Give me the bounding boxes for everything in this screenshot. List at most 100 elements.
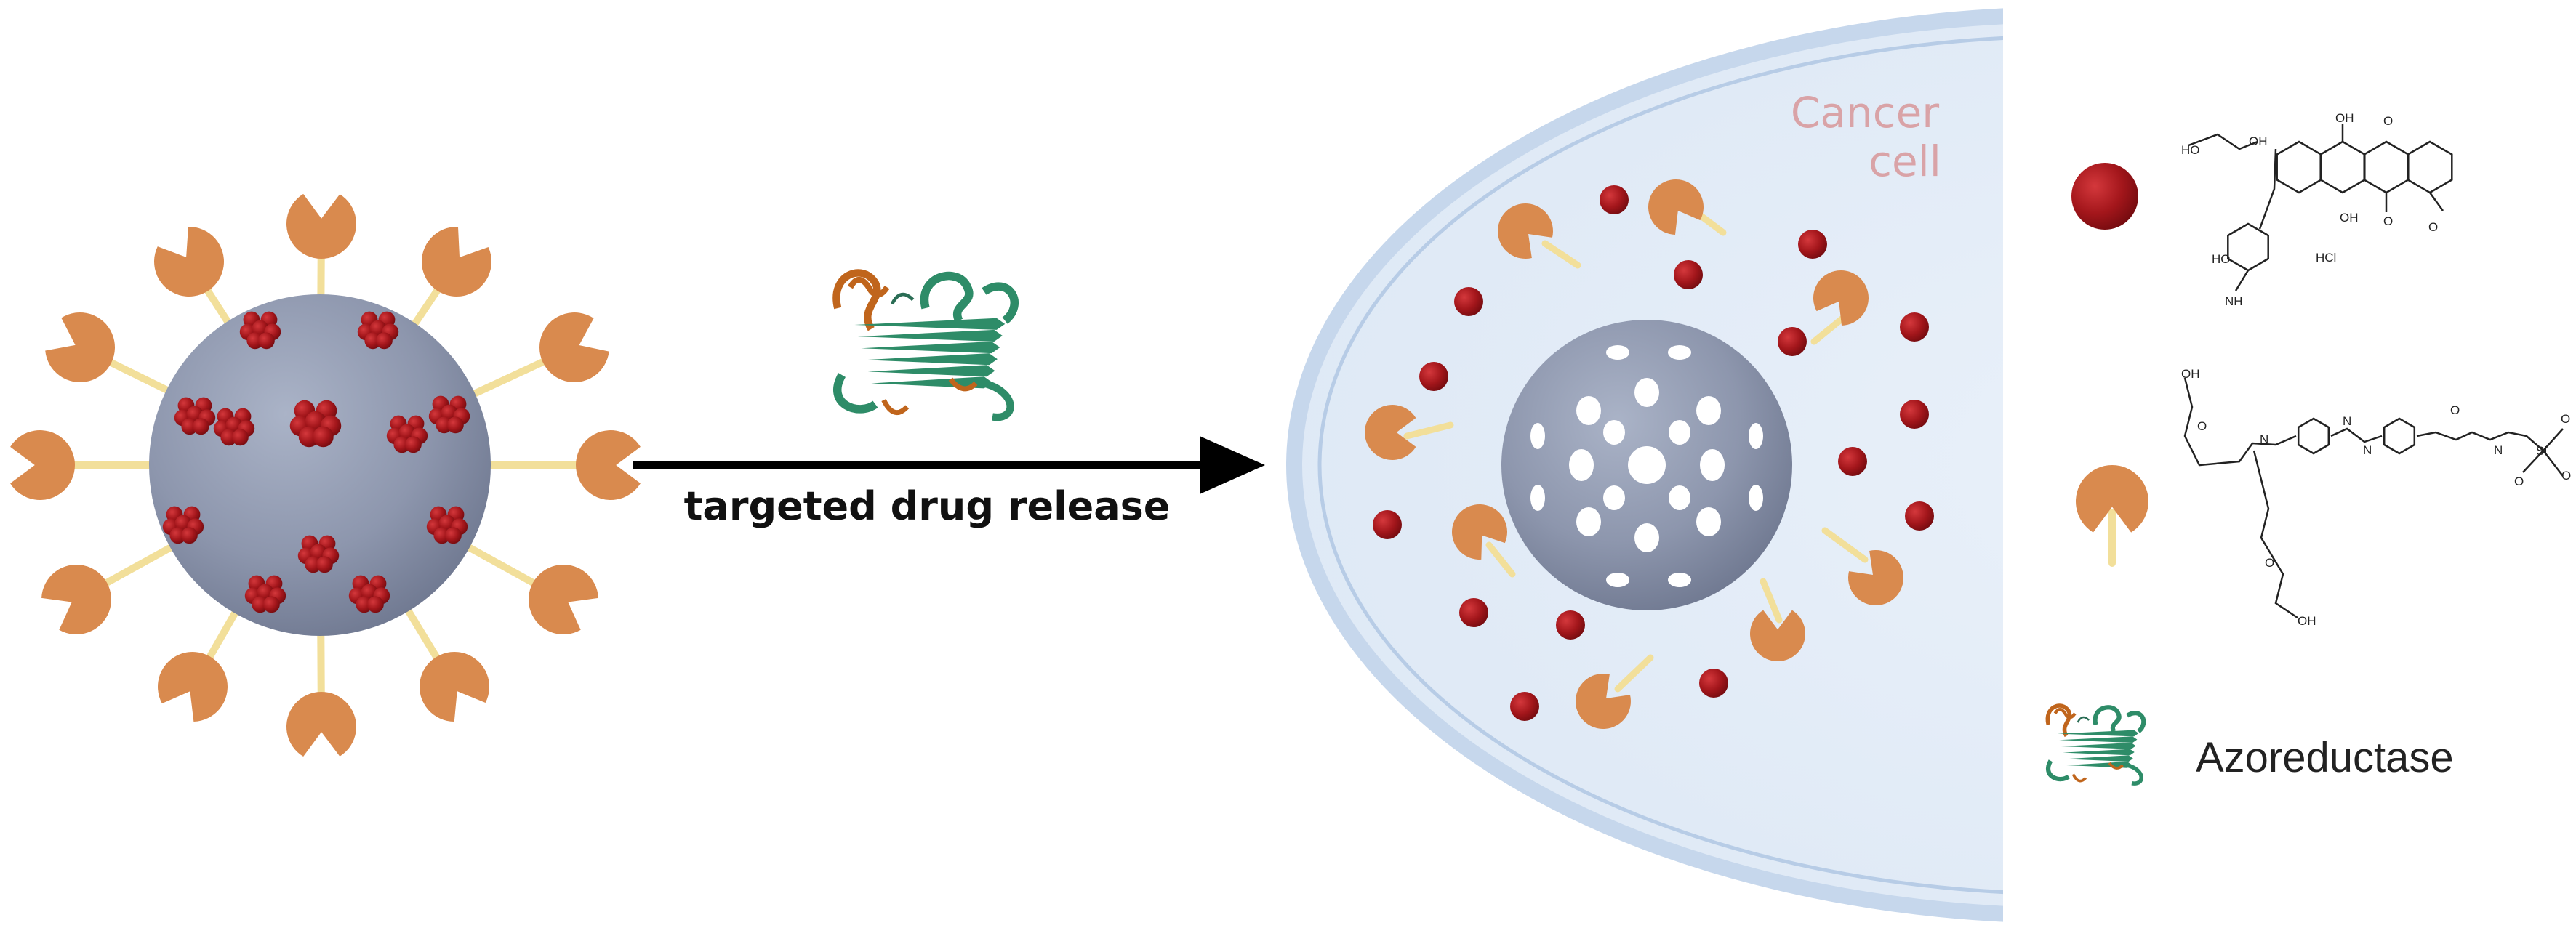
linker bbox=[201, 282, 231, 326]
svg-text:OH: OH bbox=[2335, 111, 2354, 125]
drug-molecule bbox=[169, 527, 187, 544]
pore bbox=[1603, 485, 1625, 510]
svg-text:O: O bbox=[2561, 412, 2570, 426]
drug-molecule bbox=[232, 429, 249, 446]
pore bbox=[1696, 396, 1721, 425]
drug-cluster bbox=[357, 311, 399, 350]
pore bbox=[1603, 420, 1625, 445]
drug-molecule bbox=[356, 596, 373, 613]
svg-text:HO: HO bbox=[2181, 143, 2200, 157]
drug-molecule bbox=[433, 527, 451, 544]
ligand-icon bbox=[45, 312, 116, 383]
drug-molecule bbox=[1798, 230, 1827, 259]
drug-molecule bbox=[1778, 327, 1807, 356]
drug-molecule bbox=[1459, 598, 1488, 627]
svg-text:OH: OH bbox=[2340, 211, 2359, 225]
linker bbox=[1810, 312, 1849, 345]
ligand-icon bbox=[286, 193, 357, 259]
pore bbox=[1576, 396, 1601, 425]
ligand-icon bbox=[1813, 270, 1869, 326]
linker bbox=[465, 544, 542, 589]
drug-molecule bbox=[316, 556, 333, 573]
ligand-icon bbox=[158, 651, 228, 722]
drug-molecule bbox=[1905, 501, 1934, 531]
svg-text:N: N bbox=[2363, 443, 2372, 457]
drug-molecule bbox=[252, 596, 269, 613]
svg-text:Si: Si bbox=[2536, 444, 2547, 458]
linker bbox=[98, 544, 174, 589]
drug-molecule bbox=[305, 556, 322, 573]
cell-label-line1: Cancer bbox=[1791, 88, 1939, 137]
drug-molecule bbox=[298, 426, 320, 448]
svg-text:O: O bbox=[2514, 475, 2524, 488]
drug-cluster bbox=[174, 397, 216, 435]
svg-text:O: O bbox=[2383, 114, 2393, 128]
ligand-icon bbox=[286, 692, 356, 757]
svg-text:NH: NH bbox=[2225, 294, 2243, 308]
drug-molecule bbox=[181, 418, 198, 435]
ligand-icon bbox=[1848, 549, 1904, 605]
ligand-icon bbox=[154, 226, 224, 297]
svg-text:N: N bbox=[2494, 443, 2503, 457]
azoreductase-protein-icon bbox=[832, 269, 1019, 421]
linker bbox=[203, 609, 239, 666]
drug-cluster bbox=[244, 575, 286, 613]
svg-text:OH: OH bbox=[2298, 614, 2316, 628]
svg-text:O: O bbox=[2383, 214, 2393, 228]
drug-molecule bbox=[263, 596, 280, 613]
pore bbox=[1606, 345, 1629, 360]
linker bbox=[1485, 541, 1516, 578]
linker-chemical-structure bbox=[2183, 377, 2564, 619]
svg-text:O: O bbox=[2450, 403, 2460, 417]
linker bbox=[1541, 240, 1581, 269]
pore bbox=[1569, 449, 1594, 481]
svg-text:OH: OH bbox=[2181, 367, 2200, 381]
ligand-icon bbox=[539, 312, 609, 382]
linker bbox=[411, 282, 444, 327]
pore bbox=[1700, 449, 1725, 481]
drug-molecule bbox=[1838, 447, 1867, 476]
pore bbox=[1530, 485, 1545, 511]
drug-cluster bbox=[426, 506, 468, 544]
ligand-icon bbox=[419, 651, 489, 722]
pore bbox=[1628, 446, 1666, 484]
pore bbox=[1530, 423, 1545, 449]
azoreductase-protein-icon bbox=[832, 269, 1019, 421]
drug-molecule bbox=[1900, 400, 1929, 429]
drug-cluster bbox=[213, 408, 255, 446]
drug-molecule bbox=[445, 527, 462, 544]
linker bbox=[1614, 654, 1654, 693]
ligand-icon bbox=[529, 564, 598, 634]
svg-text:HCl: HCl bbox=[2316, 251, 2336, 265]
svg-text:O: O bbox=[2561, 469, 2571, 483]
ligand-icon bbox=[1750, 610, 1805, 662]
svg-text:N: N bbox=[2343, 414, 2351, 428]
drug-cluster bbox=[289, 400, 342, 448]
drug-molecule bbox=[367, 596, 384, 613]
ligand-icon bbox=[1576, 673, 1631, 729]
svg-text:O: O bbox=[2197, 419, 2207, 433]
drug-cluster bbox=[348, 575, 390, 613]
drug-molecule bbox=[376, 332, 393, 350]
drug-molecule bbox=[1373, 510, 1402, 539]
release-arrow bbox=[633, 436, 1265, 494]
drug-molecule bbox=[364, 332, 382, 350]
drug-molecule bbox=[405, 436, 422, 453]
legend-ligand-icon bbox=[2076, 464, 2148, 533]
drug-molecule bbox=[436, 416, 453, 434]
drug-cluster bbox=[162, 506, 204, 544]
drug-cluster bbox=[239, 311, 281, 350]
ligand-icon bbox=[1364, 405, 1416, 460]
drug-cluster bbox=[297, 535, 340, 573]
linker bbox=[102, 356, 171, 394]
drug-molecule bbox=[1454, 287, 1483, 316]
ligand-icon bbox=[1498, 203, 1553, 259]
ligand-icon bbox=[421, 227, 491, 297]
arrow-label: targeted drug release bbox=[684, 483, 1171, 529]
drug-molecule bbox=[1600, 185, 1629, 214]
empty-porous-nanoparticle bbox=[1501, 320, 1792, 610]
pore bbox=[1634, 523, 1659, 552]
pore bbox=[1668, 573, 1691, 587]
